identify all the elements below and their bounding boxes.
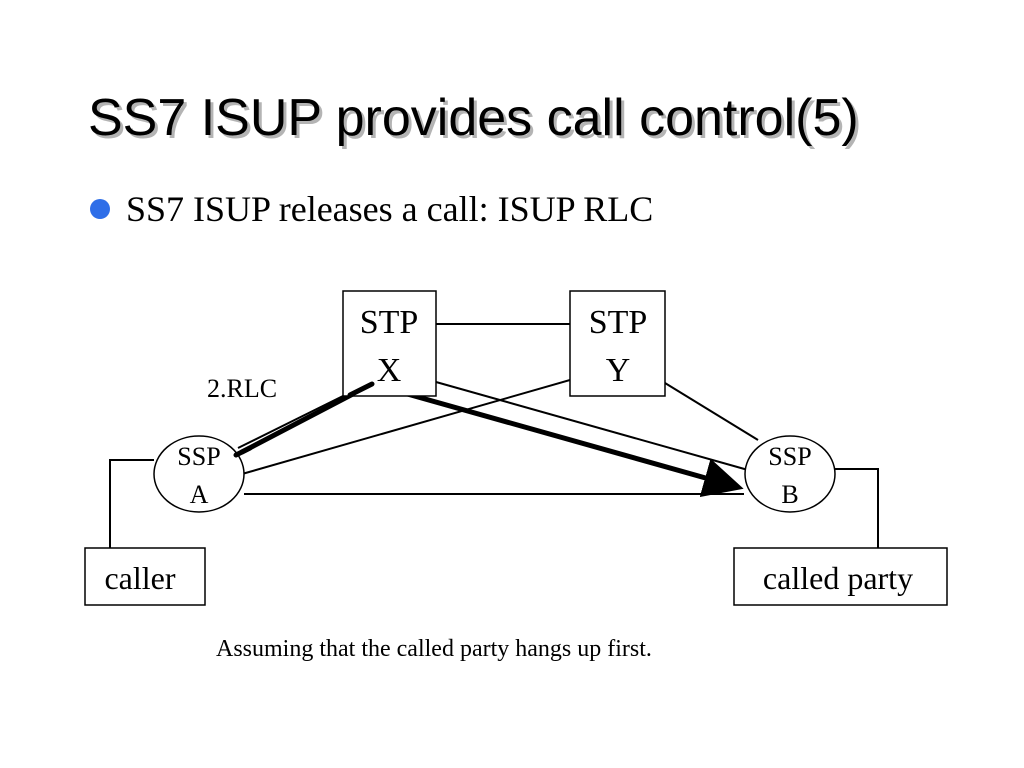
slide-title: SS7 ISUP provides call control(5) (88, 89, 859, 147)
diagram-caption: Assuming that the called party hangs up … (216, 636, 652, 662)
stp-y-node: STP Y (569, 290, 666, 397)
ssp-a-label-line2: A (190, 480, 209, 509)
called-party-label: called party (763, 560, 913, 596)
caller-label: caller (104, 560, 175, 596)
stp-x-node: STP X (342, 290, 437, 397)
ssp-a-node: SSP A (153, 435, 245, 513)
ssp-b-node: SSP B (744, 435, 836, 513)
stp-y-label-line1: STP (589, 304, 648, 341)
rlc-message-label: 2.RLC (207, 374, 277, 403)
link-ssp-a-stpx (237, 395, 344, 449)
line-caller-ssp-a (109, 459, 154, 548)
rlc-arrow-x-to-b (369, 381, 744, 498)
ssp-b-label-line2: B (781, 480, 798, 509)
bullet-text: SS7 ISUP releases a call: ISUP RLC (126, 189, 654, 229)
line-called-party-ssp-b (834, 468, 879, 548)
link-stpy-ssp-b (664, 382, 759, 441)
stp-x-label-line2: X (377, 352, 402, 389)
link-ssp-a-stpy (241, 379, 571, 475)
stp-y-label-line2: Y (606, 352, 631, 389)
ssp-a-label-line1: SSP (177, 442, 220, 471)
called-party-box: called party (733, 547, 948, 606)
bullet-dot-icon (90, 199, 110, 219)
link-stpx-ssp-b (435, 381, 749, 471)
bullet-item: SS7 ISUP releases a call: ISUP RLC (90, 186, 653, 232)
stp-x-label-line1: STP (360, 304, 419, 341)
rlc-message-path (239, 381, 744, 498)
signaling-links (109, 323, 879, 548)
ssp-b-label-line1: SSP (768, 442, 811, 471)
caller-box: caller (84, 547, 206, 606)
